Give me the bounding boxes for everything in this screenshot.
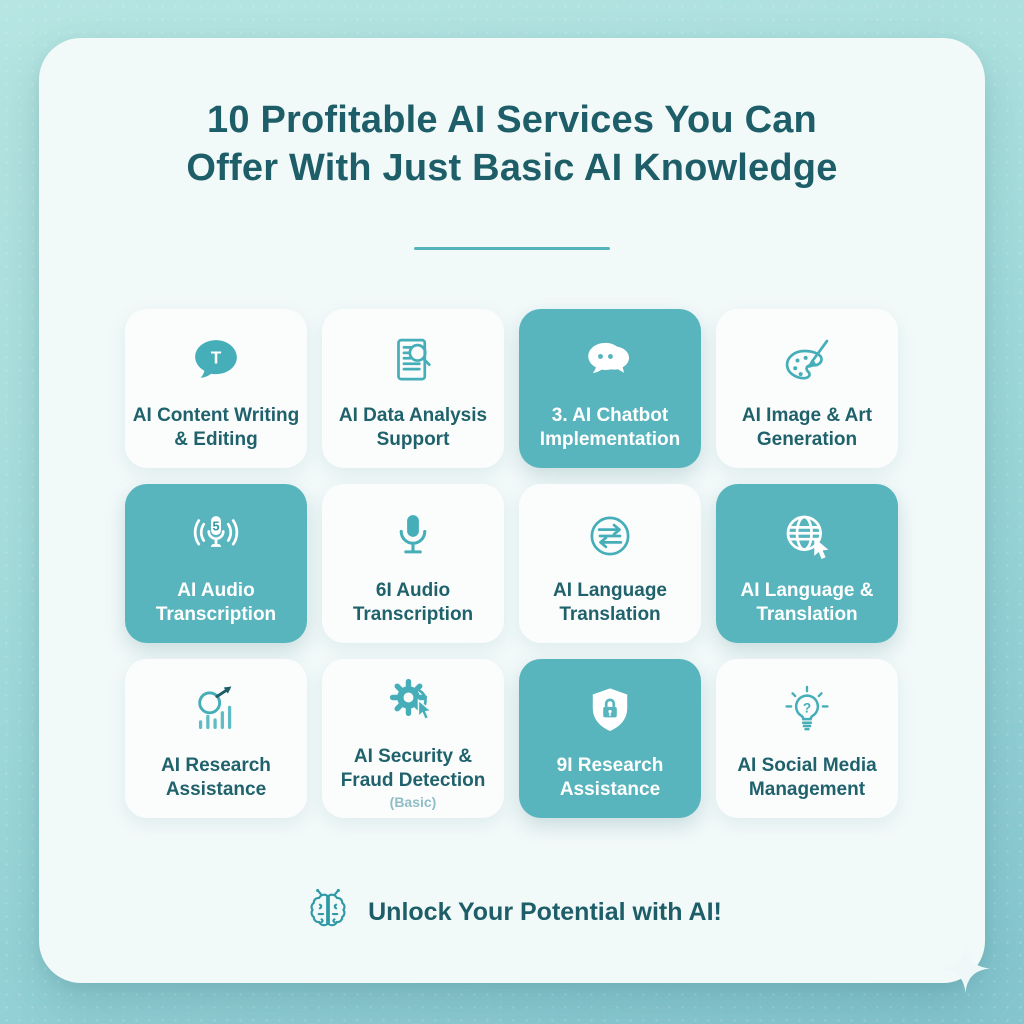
card-label: AI Audio Transcription [155,579,277,625]
services-grid: T AI Content Writing & Editing AI Data A… [125,309,899,818]
globe-cursor-icon [778,503,836,569]
speech-bubble-t-icon: T [187,328,245,394]
chat-bubbles-icon [581,328,639,394]
card-label: 9I Research Assistance [556,754,664,800]
card-audio-transcription-2: 6I Audio Transcription [322,484,504,643]
title-line-1: 10 Profitable AI Services You Can [207,99,817,141]
svg-text:T: T [211,347,222,367]
card-label: AI Language & Translation [740,579,874,625]
card-ai-language-translation-2: AI Language & Translation [716,484,898,643]
microphone-soundwaves-icon: 5 [187,503,245,569]
card-ai-data-analysis: AI Data Analysis Support [322,309,504,468]
footer-tagline: Unlock Your Potential with AI! [39,886,985,938]
brain-icon [302,886,354,938]
title-line-2: Offer With Just Basic AI Knowledge [186,147,838,189]
card-ai-language-translation: AI Language Translation [519,484,701,643]
sparkle-icon [941,944,990,993]
lightbulb-question-icon: ? [778,678,836,744]
shield-lock-icon [581,678,639,744]
card-ai-image-art: AI Image & Art Generation [716,309,898,468]
card-ai-chatbot: 3. AI Chatbot Implementation [519,309,701,468]
growth-chart-icon [187,678,245,744]
card-ai-research-assistance: AI Research Assistance [125,659,307,818]
card-sublabel: (Basic) [389,794,437,810]
main-panel: 10 Profitable AI Services You Can Offer … [39,38,985,983]
card-label: 6I Audio Transcription [352,579,474,625]
palette-brush-icon [778,328,836,394]
card-label: AI Security & Fraud Detection [340,746,486,791]
card-ai-content-writing: T AI Content Writing & Editing [125,309,307,468]
card-label: AI Content Writing & Editing [132,404,300,450]
footer-text: Unlock Your Potential with AI! [368,897,722,926]
card-label: AI Data Analysis Support [338,404,488,450]
card-label: AI Social Media Management [737,754,877,800]
title-divider [414,247,610,250]
card-label: AI Language Translation [552,579,667,625]
card-label: AI Research Assistance [161,754,271,800]
gear-cursor-icon [384,669,442,735]
translation-arrows-icon [581,503,639,569]
card-ai-social-media: ? AI Social Media Management [716,659,898,818]
card-label: AI Image & Art Generation [741,404,873,450]
svg-text:?: ? [803,700,811,715]
page-title: 10 Profitable AI Services You Can Offer … [39,96,985,192]
card-label: 3. AI Chatbot Implementation [539,404,681,450]
card-ai-security-fraud: AI Security & Fraud Detection (Basic) [322,659,504,818]
microphone-icon [384,503,442,569]
svg-text:5: 5 [212,519,219,533]
document-search-icon [384,328,442,394]
card-ai-audio-transcription: 5 AI Audio Transcription [125,484,307,643]
card-research-assistance-2: 9I Research Assistance [519,659,701,818]
